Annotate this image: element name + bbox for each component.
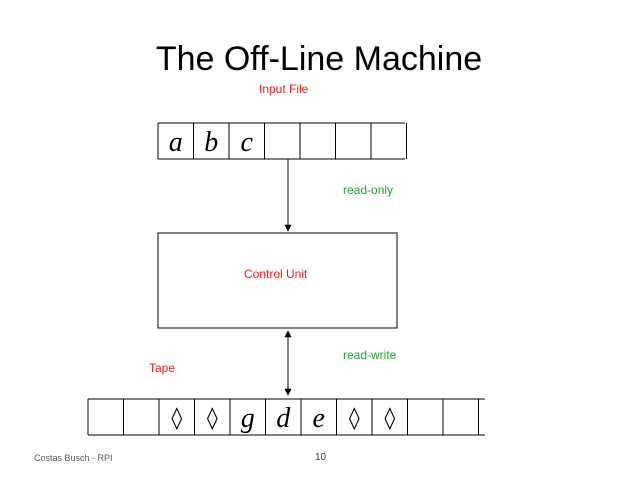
work-tape-cell-symbol: g [241, 403, 255, 434]
work-tape-cell-symbol: ◊ [384, 406, 395, 431]
input-tape-cell-symbol: a [169, 127, 183, 158]
input-tape-cell-symbol: c [241, 127, 254, 158]
tape-label: Tape [149, 361, 176, 375]
control-unit-box [157, 232, 398, 329]
work-tape-cell-symbol: ◊ [171, 406, 182, 431]
page-number: 10 [315, 452, 327, 463]
work-tape-cell-symbol: d [276, 403, 291, 434]
work-tape-cell-symbol: ◊ [349, 406, 360, 431]
read-write-label: read-write [343, 348, 397, 362]
input-file-label: Input File [259, 82, 309, 96]
control-unit-label: Control Unit [244, 267, 308, 281]
work-tape-cell-symbol: e [313, 403, 325, 434]
input-tape-cell-symbol: b [204, 127, 218, 158]
page-title: The Off-Line Machine [155, 40, 483, 78]
work-tape-cell-symbol: ◊ [207, 406, 218, 431]
footer-author: Costas Busch - RPI [34, 453, 113, 463]
read-only-label: read-only [343, 183, 394, 197]
